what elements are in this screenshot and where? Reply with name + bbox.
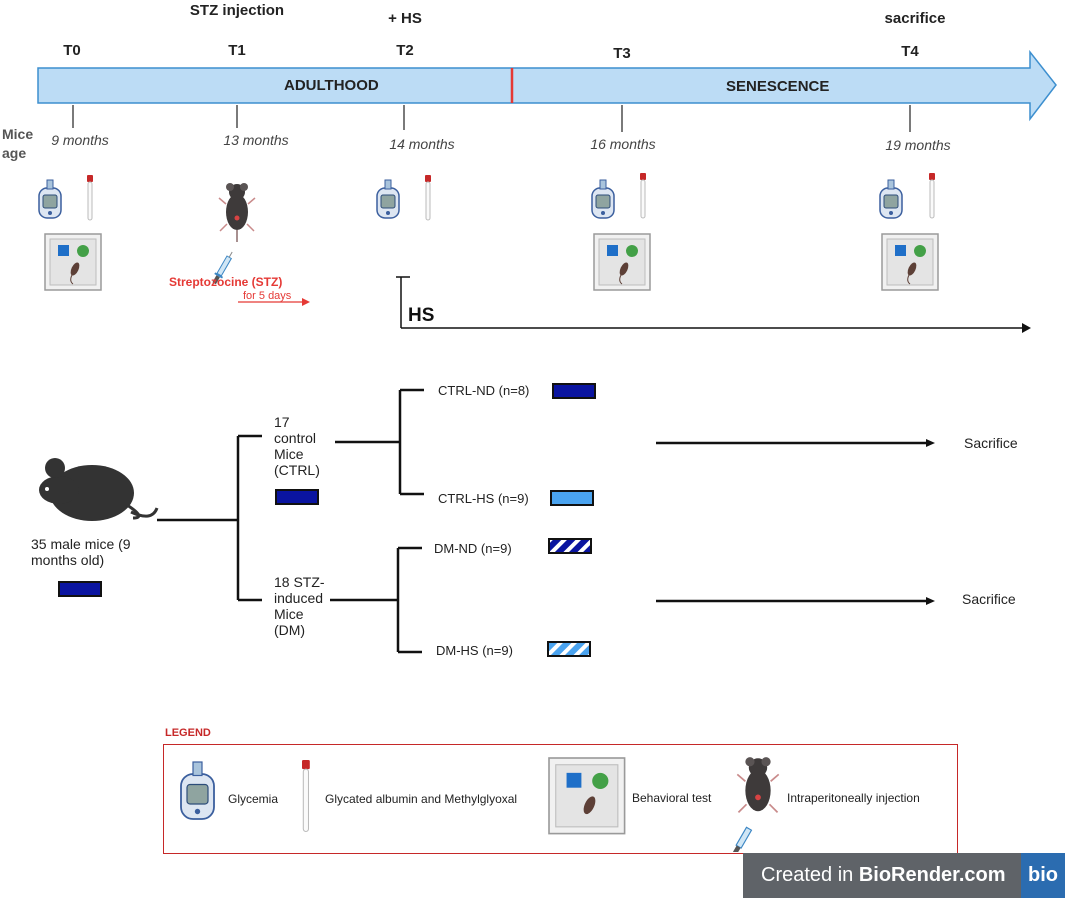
age-t2: 14 months <box>389 136 455 152</box>
badge-prefix: Created in <box>761 864 859 886</box>
legend-injection-icon <box>732 757 780 852</box>
hs-label: HS <box>408 305 435 326</box>
legend-tube-icon <box>302 760 310 833</box>
legend-glycemia-icon <box>180 761 215 820</box>
stz-duration: for 5 days <box>243 290 292 302</box>
swatch-ctrl-nd <box>552 383 596 399</box>
phase-senescence: SENESCENCE <box>726 78 830 95</box>
glycemia-icon-t2 <box>376 179 400 219</box>
swatch-ctrl-hs <box>550 490 594 506</box>
timeline-graphics <box>37 49 1057 333</box>
legend-box <box>163 744 958 854</box>
group-ctrl-nd: CTRL-ND (n=8) <box>438 383 530 398</box>
sacrifice-dm: Sacrifice <box>962 591 1016 607</box>
legend-title: LEGEND <box>165 727 211 739</box>
age-t3: 16 months <box>590 136 656 152</box>
hs-arrow-head <box>1022 323 1031 333</box>
design-tree <box>39 383 935 657</box>
legend-albumin-label: Glycated albumin and Methylglyoxal <box>325 792 518 806</box>
legend-behavior-label: Behavioral test <box>632 791 712 805</box>
timepoint-t0: T0 <box>63 42 81 59</box>
swatch-ctrl <box>275 489 319 505</box>
timepoint-t3: T3 <box>613 45 631 62</box>
blood-tube-icon-t2 <box>424 174 432 221</box>
ctrl-group-label: 17 control Mice (CTRL) <box>274 414 320 478</box>
biorender-badge[interactable]: Created in BioRender.com bio <box>743 853 1065 898</box>
biorender-logo-icon: bio <box>1021 853 1065 898</box>
timepoint-t1: T1 <box>228 42 246 59</box>
glycemia-icon-t3 <box>591 179 615 219</box>
sacrifice-ctrl: Sacrifice <box>964 435 1018 451</box>
start-group-label: 35 male mice (9 months old) <box>31 536 131 568</box>
mouse-icon <box>39 458 159 521</box>
timepoint-t1-event: STZ injection <box>189 2 285 19</box>
age-t4: 19 months <box>885 137 951 153</box>
stz-arrow-head <box>302 298 310 306</box>
legend-behavior-icon <box>548 757 626 835</box>
behavioral-test-icon-t3 <box>593 233 651 291</box>
phase-adulthood: ADULTHOOD <box>284 77 379 94</box>
blood-tube-icon-t3 <box>639 172 647 219</box>
behavioral-test-icon-t0 <box>44 233 102 291</box>
swatch-dm-hs <box>547 641 591 657</box>
timepoint-t4-event: sacrifice <box>884 10 946 27</box>
group-dm-hs: DM-HS (n=9) <box>436 643 513 658</box>
group-ctrl-hs: CTRL-HS (n=9) <box>438 491 529 506</box>
legend-glycemia-label: Glycemia <box>228 792 279 806</box>
injected-mouse-icon-t1 <box>218 182 256 243</box>
timepoint-t4: T4 <box>901 43 919 60</box>
timepoint-t2: T2 <box>396 42 414 59</box>
badge-brand: BioRender.com <box>858 864 1006 886</box>
swatch-start <box>58 581 102 597</box>
mice-age-label: Mice age <box>2 126 34 161</box>
group-dm-nd: DM-ND (n=9) <box>434 541 512 556</box>
stz-label: Streptozocine (STZ) <box>169 275 283 289</box>
timeline-arrow <box>37 49 1057 122</box>
behavioral-test-icon-t4 <box>881 233 939 291</box>
timepoint-t2-event: + HS <box>388 10 422 27</box>
age-t1: 13 months <box>223 132 289 148</box>
badge-text: Created in BioRender.com <box>761 864 1006 887</box>
blood-tube-icon-t0 <box>86 174 94 221</box>
age-t0: 9 months <box>51 132 109 148</box>
swatch-dm-nd <box>548 538 592 554</box>
legend-icons <box>180 757 780 852</box>
dm-group-label: 18 STZ-induced Mice (DM) <box>274 574 325 638</box>
legend-injection-label: Intraperitoneally injection <box>787 791 920 805</box>
glycemia-icon-t4 <box>879 179 903 219</box>
blood-tube-icon-t4 <box>928 172 936 219</box>
glycemia-icon-t0 <box>38 179 62 219</box>
